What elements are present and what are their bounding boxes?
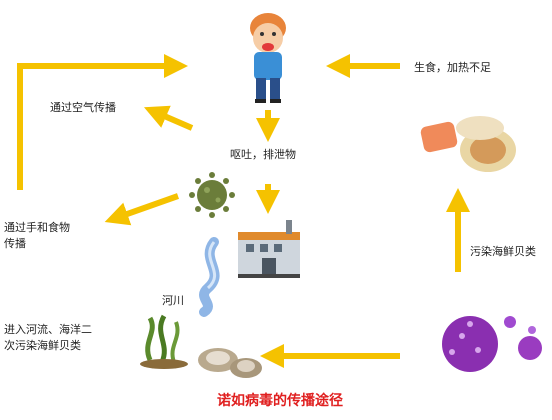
label-airborne: 通过空气传播	[50, 101, 116, 114]
diagram-title: 诺如病毒的传播途径	[217, 393, 343, 409]
label-secondary-1: 进入河流、海洋二	[4, 323, 92, 336]
label-vomit: 呕吐，排泄物	[230, 148, 296, 161]
virus-icon	[189, 172, 235, 218]
oyster-icon	[198, 348, 262, 378]
label-river: 河川	[162, 294, 184, 307]
label-hands-food-1: 通过手和食物	[4, 221, 70, 234]
seafood-icon	[420, 116, 516, 172]
label-hands-food-2: 传播	[4, 237, 26, 250]
arrow-to-hands-food	[104, 193, 180, 226]
label-secondary-2: 次污染海鲜贝类	[4, 339, 81, 352]
label-contaminated-shellfish: 污染海鲜贝类	[470, 245, 536, 258]
purple-virus-icon	[442, 316, 542, 372]
river-icon	[199, 237, 220, 317]
seaweed-icon	[140, 314, 188, 369]
sick-child-icon	[250, 13, 286, 103]
arrow-left-loop	[17, 54, 188, 190]
label-raw-food: 生食，加热不足	[414, 61, 491, 74]
arrow-to-air	[143, 105, 194, 131]
factory-icon	[238, 220, 300, 278]
